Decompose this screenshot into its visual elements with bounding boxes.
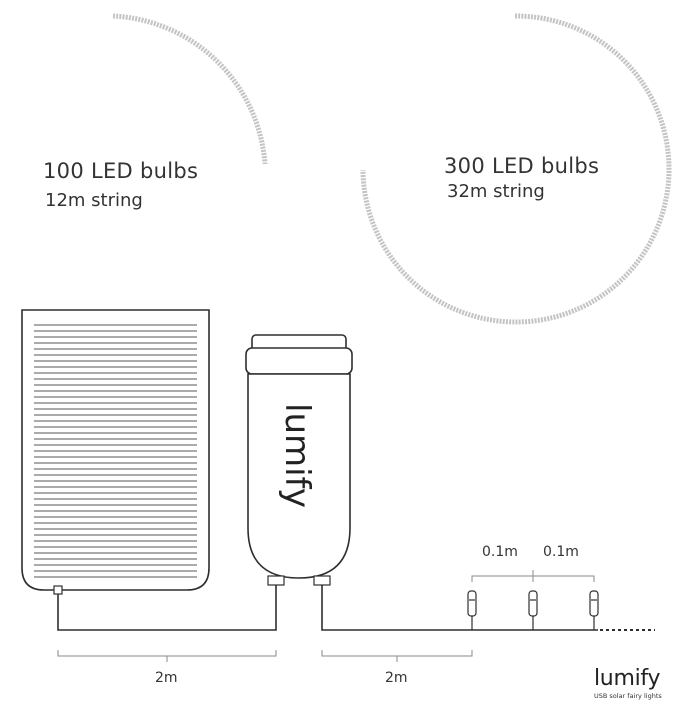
string-coil-100 — [112, 13, 268, 165]
option-300-length: 32m string — [447, 181, 545, 202]
brand-tagline: USB solar fairy lights — [594, 692, 662, 700]
dimension-line-lead-cable — [321, 650, 473, 662]
led-bulb — [528, 590, 538, 630]
lead-cable-length: 2m — [385, 670, 408, 686]
bulb-spacing-1: 0.1m — [482, 544, 518, 560]
dimension-line-bulb-spacing — [471, 570, 595, 582]
solar-panel — [21, 309, 210, 595]
brand-logo: lumify — [594, 666, 661, 691]
option-100-count: 100 LED bulbs — [43, 159, 199, 183]
led-bulb — [589, 590, 599, 630]
led-bulb — [467, 590, 477, 630]
cable-controller-to-lights — [321, 585, 598, 631]
controller-brand: lumify — [277, 403, 317, 509]
option-100-length: 12m string — [45, 190, 143, 211]
option-300-count: 300 LED bulbs — [444, 154, 600, 178]
dimension-line-panel-cable — [57, 650, 277, 662]
bulb-spacing-2: 0.1m — [543, 544, 579, 560]
cable-panel-to-controller — [57, 585, 277, 631]
controller-box — [245, 334, 353, 586]
string-coil-300 — [360, 13, 672, 325]
panel-cable-length: 2m — [155, 670, 178, 686]
